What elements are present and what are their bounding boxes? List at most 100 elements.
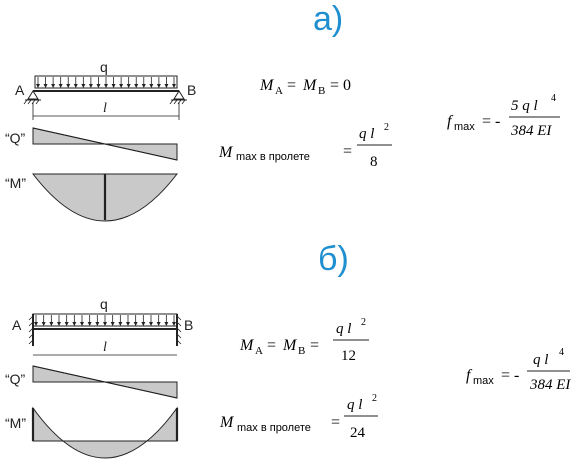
load-arrowhead [95,322,100,326]
load-arrowhead [133,322,138,326]
svg-text:q l: q l [359,126,374,142]
svg-text:24: 24 [350,425,366,441]
load-arrowhead [164,322,169,326]
svg-text:M: M [218,144,234,161]
load-arrowhead [72,322,77,326]
load-arrowhead [156,322,161,326]
distributed-load-b [32,313,178,327]
load-arrowhead [141,322,146,326]
svg-text:A: A [255,345,263,357]
load-arrowhead [64,322,69,326]
load-arrowhead [73,84,78,88]
svg-text:M: M [302,77,318,94]
shear-line-b [32,365,178,399]
fixed-support-b-left [28,314,34,346]
svg-text:8: 8 [370,154,378,170]
load-arrowhead [57,322,61,326]
heading-case-b: б) [318,240,349,278]
svg-text:2: 2 [372,393,377,404]
load-label-b: q [100,296,108,312]
distributed-load-a [34,75,178,89]
svg-text:= -: = - [501,367,519,384]
load-arrowhead [81,84,86,88]
support-label-b-left: A [12,317,22,333]
moment-label-a: “M” [5,175,26,191]
shear-label-b: “Q” [5,371,26,387]
svg-text:q l: q l [336,321,351,337]
support-label-b-right: B [184,317,193,333]
svg-text:2: 2 [384,122,389,133]
load-arrowhead [172,84,176,88]
span-label-a: l [103,101,107,116]
svg-text:B: B [318,85,325,97]
svg-text:384 EI: 384 EI [510,123,552,139]
svg-text:A: A [275,85,283,97]
load-arrowhead [34,322,38,326]
span-label-b: l [103,340,107,355]
load-arrowhead [141,84,146,88]
svg-text:max в пролете: max в пролете [236,151,310,163]
support-label-a-left: A [15,82,25,98]
svg-text:=: = [287,77,296,94]
fixed-support-b-right [176,314,182,346]
load-arrowhead [36,84,40,88]
moment-label-b: “M” [5,415,26,431]
svg-text:max: max [454,121,475,133]
formula-deflection-b: f max = - q l 4 384 EI [466,347,571,393]
svg-text:384 EI: 384 EI [529,377,571,393]
load-arrowhead [156,84,161,88]
svg-text:M: M [259,77,275,94]
svg-text:max в пролете: max в пролете [237,422,311,434]
load-arrowhead [149,322,153,326]
shear-line-a [32,127,178,161]
load-arrowhead [164,84,169,88]
heading-case-a: а) [313,0,343,38]
svg-text:M: M [239,337,255,354]
svg-text:max: max [473,375,494,387]
svg-text:q l: q l [533,352,548,368]
load-arrowhead [118,322,123,326]
svg-text:f: f [466,367,473,384]
svg-text:q l: q l [347,397,362,413]
load-arrowhead [58,84,63,88]
load-arrowhead [88,84,93,88]
load-arrowhead [126,322,130,326]
load-arrowhead [111,84,116,88]
pin-support-a-left [23,90,41,105]
formula-support-moments-b: M A = M B = q l 2 12 [239,317,369,364]
formula-max-moment-a: M max в пролете = q l 2 8 [218,122,392,170]
svg-text:= 0: = 0 [330,77,351,94]
load-arrowhead [87,322,92,326]
moment-parabola-b [32,406,178,459]
svg-text:=: = [343,143,352,160]
formula-deflection-a: f max = - 5 q l 4 384 EI [447,93,560,139]
svg-text:= -: = - [482,113,500,130]
span-dimension-a [32,102,180,120]
load-arrowhead [51,84,56,88]
formula-support-moments-a: M A = M B = 0 [259,77,351,97]
support-label-a-right: B [187,82,196,98]
svg-text:M: M [282,337,298,354]
load-arrowhead [41,322,46,326]
svg-text:M: M [219,414,235,431]
shear-label-a: “Q” [5,130,26,146]
load-arrowhead [104,84,108,88]
svg-text:=: = [267,337,276,354]
svg-text:4: 4 [559,347,564,358]
svg-text:=: = [310,337,319,354]
svg-text:f: f [447,113,454,130]
load-arrowhead [43,84,48,88]
load-arrowhead [80,322,84,326]
load-arrowhead [134,84,139,88]
load-arrowhead [103,322,107,326]
load-arrowhead [149,84,154,88]
load-arrowhead [49,322,54,326]
svg-text:4: 4 [551,93,556,104]
svg-text:2: 2 [361,317,366,328]
load-label-a: q [100,59,108,75]
load-arrowhead [110,322,115,326]
load-arrowhead [119,84,124,88]
load-arrowhead [126,84,131,88]
svg-text:5 q l: 5 q l [511,98,538,114]
